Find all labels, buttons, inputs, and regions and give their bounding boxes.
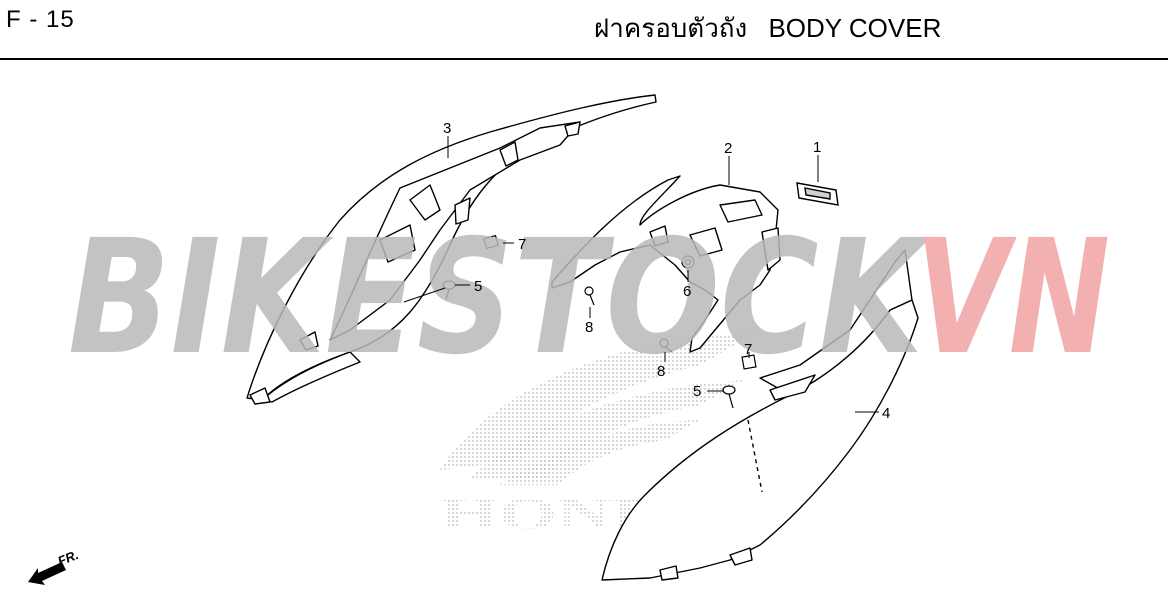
page-code: F - 15 — [6, 6, 75, 33]
bikestock-watermark: BIKESTOCK VN — [68, 206, 1110, 390]
part-7-clip-upper — [483, 234, 499, 250]
part-8-rivet-lower — [659, 338, 673, 353]
callout-7-upper: 7 — [518, 236, 526, 253]
callout-5-lower: 5 — [693, 383, 701, 400]
callout-1: 1 — [813, 139, 821, 156]
title-thai: ฝาครอบตัวถัง — [594, 13, 748, 43]
part-2-rear-center-cover — [551, 175, 781, 353]
callout-2: 2 — [724, 140, 732, 157]
callout-6: 6 — [683, 283, 691, 300]
leader-lines — [403, 136, 879, 413]
part-1-emblem — [796, 182, 839, 206]
page-header: F - 15 ฝาครอบตัวถัง BODY COVER — [0, 0, 1168, 60]
part-8-rivet-upper — [584, 286, 595, 306]
callout-4: 4 — [882, 405, 890, 422]
callout-labels: 1 2 3 4 5 5 6 7 7 8 8 — [443, 120, 890, 422]
parts-diagram: HONDA — [28, 94, 1110, 585]
page-title: ฝาครอบตัวถัง BODY COVER — [594, 8, 941, 49]
callout-7-lower: 7 — [744, 341, 752, 358]
watermark-right: VN — [915, 206, 1110, 390]
part-5-screw-lower — [722, 385, 736, 409]
front-direction-indicator: FR. — [28, 547, 81, 585]
watermark-left: BIKESTOCK — [68, 206, 932, 390]
part-7-clip-lower — [741, 354, 757, 370]
front-arrow-icon — [28, 562, 66, 585]
front-direction-label: FR. — [56, 547, 81, 569]
fastener-parts — [442, 234, 757, 409]
callout-8-lower: 8 — [657, 363, 665, 380]
callout-5-upper: 5 — [474, 278, 482, 295]
part-3-left-body-cover — [246, 94, 657, 405]
callout-3: 3 — [443, 120, 451, 137]
callout-8-upper: 8 — [585, 319, 593, 336]
part-4-right-body-cover — [601, 249, 919, 581]
title-english: BODY COVER — [768, 13, 942, 43]
